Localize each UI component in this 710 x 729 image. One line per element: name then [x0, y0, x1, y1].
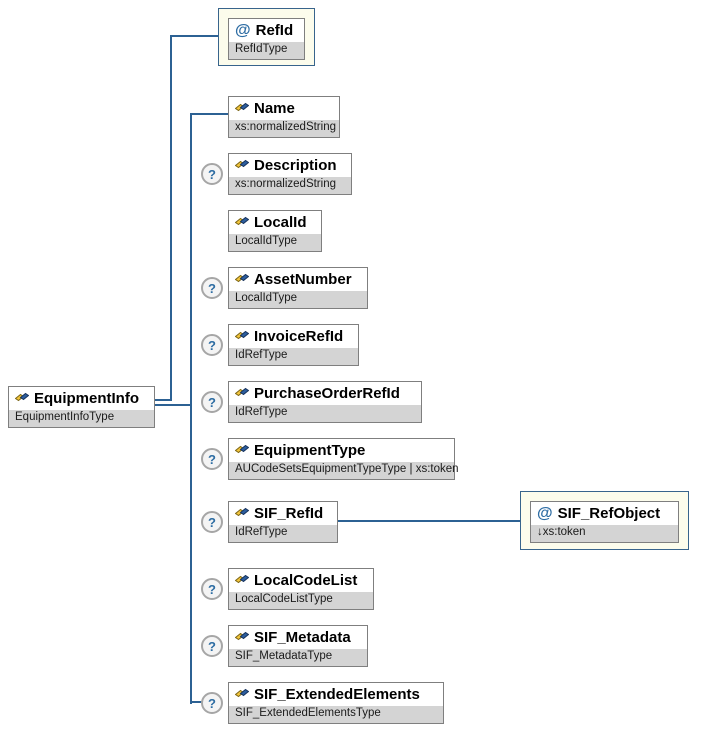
element-node-description[interactable]: Description xs:normalizedString: [228, 153, 352, 195]
element-icon: [234, 328, 250, 346]
connector-attribute-elbow: [170, 35, 218, 37]
element-name: SIF_Metadata: [254, 629, 351, 646]
optional-badge-label: ?: [208, 581, 216, 597]
element-type: AUCodeSetsEquipmentTypeType | xs:token: [229, 462, 459, 479]
optional-badge-label: ?: [208, 638, 216, 654]
element-type: SIF_MetadataType: [229, 649, 367, 666]
element-node-name[interactable]: Name xs:normalizedString: [228, 96, 340, 138]
optional-badge: ?: [201, 448, 223, 470]
optional-badge: ?: [201, 277, 223, 299]
element-icon: [234, 271, 250, 289]
element-node-sif-metadata[interactable]: SIF_Metadata SIF_MetadataType: [228, 625, 368, 667]
optional-badge-label: ?: [208, 166, 216, 182]
element-icon: [234, 572, 250, 590]
attribute-at-icon: @: [537, 505, 553, 522]
element-icon: [234, 100, 250, 118]
element-name: EquipmentType: [254, 442, 366, 459]
optional-badge-label: ?: [208, 394, 216, 410]
element-node-assetnumber[interactable]: AssetNumber LocalIdType: [228, 267, 368, 309]
attribute-name: SIF_RefObject: [557, 505, 661, 522]
element-node-localid[interactable]: LocalId LocalIdType: [228, 210, 322, 252]
element-node-invoicerefid[interactable]: InvoiceRefId IdRefType: [228, 324, 359, 366]
connector-children-trunk: [190, 113, 192, 704]
attribute-at-icon: @: [235, 22, 251, 39]
element-icon: [234, 385, 250, 403]
element-type: EquipmentInfoType: [9, 410, 154, 427]
optional-badge-label: ?: [208, 514, 216, 530]
attribute-type: ↓xs:token: [531, 525, 678, 542]
element-name: LocalCodeList: [254, 572, 358, 589]
connector-name-elbow: [190, 113, 228, 115]
element-icon: [234, 629, 250, 647]
element-type: IdRefType: [229, 405, 421, 422]
optional-badge-label: ?: [208, 280, 216, 296]
element-node-purchaseorderrefid[interactable]: PurchaseOrderRefId IdRefType: [228, 381, 422, 423]
element-type: LocalCodeListType: [229, 592, 373, 609]
element-name: SIF_RefId: [254, 505, 324, 522]
element-type: LocalIdType: [229, 291, 367, 308]
element-icon: [234, 214, 250, 232]
attribute-highlight-refid: @ RefId RefIdType: [218, 8, 315, 66]
element-icon: [14, 390, 30, 408]
attribute-name: RefId: [255, 22, 294, 39]
connector-root-to-children-feed: [155, 404, 192, 406]
element-node-sif-extendedelements[interactable]: SIF_ExtendedElements SIF_ExtendedElement…: [228, 682, 444, 724]
element-name: PurchaseOrderRefId: [254, 385, 400, 402]
optional-badge: ?: [201, 578, 223, 600]
optional-badge-label: ?: [208, 695, 216, 711]
attribute-node-refid[interactable]: @ RefId RefIdType: [228, 18, 305, 60]
connector-attribute-trunk: [170, 35, 172, 401]
attribute-highlight-sif-refobject: @ SIF_RefObject ↓xs:token: [520, 491, 689, 550]
optional-badge: ?: [201, 334, 223, 356]
connector-sifrefid-to-sifrefobject: [338, 520, 520, 522]
optional-badge: ?: [201, 511, 223, 533]
element-type: IdRefType: [229, 525, 337, 542]
element-node-equipmentinfo[interactable]: EquipmentInfo EquipmentInfoType: [8, 386, 155, 428]
element-type: LocalIdType: [229, 234, 321, 251]
optional-badge: ?: [201, 163, 223, 185]
connector-root-to-attribute-feed: [155, 399, 172, 401]
attribute-type: RefIdType: [229, 42, 304, 59]
optional-badge: ?: [201, 692, 223, 714]
optional-badge-label: ?: [208, 451, 216, 467]
optional-badge: ?: [201, 391, 223, 413]
element-icon: [234, 157, 250, 175]
element-name: Description: [254, 157, 337, 174]
element-type: xs:normalizedString: [229, 177, 351, 194]
element-icon: [234, 686, 250, 704]
element-type: SIF_ExtendedElementsType: [229, 706, 443, 723]
optional-badge: ?: [201, 635, 223, 657]
element-name: AssetNumber: [254, 271, 352, 288]
element-icon: [234, 505, 250, 523]
optional-badge-label: ?: [208, 337, 216, 353]
element-node-equipmenttype[interactable]: EquipmentType AUCodeSetsEquipmentTypeTyp…: [228, 438, 459, 480]
element-icon: [234, 442, 250, 460]
connector-extendedelements-elbow: [190, 701, 203, 703]
element-node-localcodelist[interactable]: LocalCodeList LocalCodeListType: [228, 568, 374, 610]
attribute-node-sif-refobject[interactable]: @ SIF_RefObject ↓xs:token: [530, 501, 679, 543]
element-name: SIF_ExtendedElements: [254, 686, 420, 703]
element-type: IdRefType: [229, 348, 358, 365]
element-name: InvoiceRefId: [254, 328, 344, 345]
element-node-sif-refid[interactable]: SIF_RefId IdRefType: [228, 501, 338, 543]
element-name: Name: [254, 100, 295, 117]
element-name: EquipmentInfo: [34, 390, 139, 407]
element-type: xs:normalizedString: [229, 120, 339, 137]
element-name: LocalId: [254, 214, 307, 231]
